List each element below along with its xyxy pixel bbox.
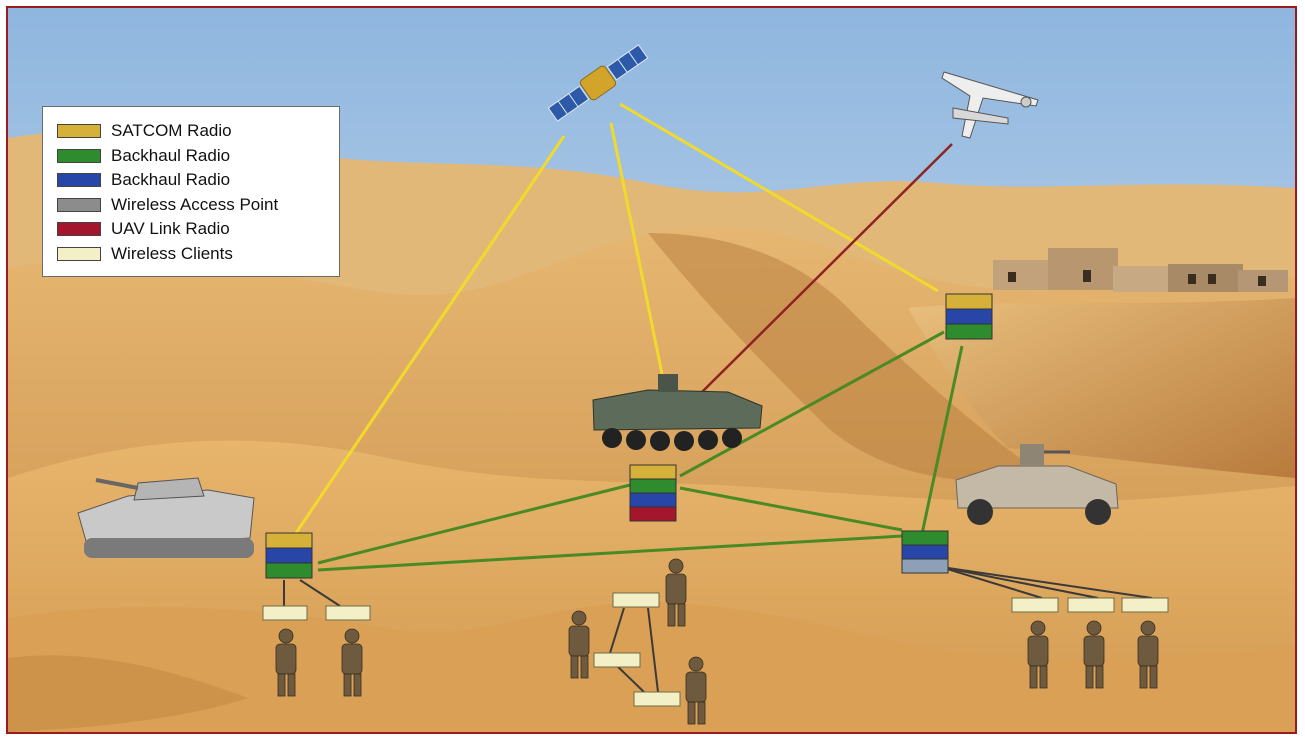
legend-label: SATCOM Radio	[111, 121, 232, 141]
backhaul-ifv-stryker	[317, 483, 631, 565]
ifv-tank-icon	[77, 477, 255, 558]
backhaul-village-humvee	[920, 345, 964, 535]
uav-link	[701, 143, 953, 393]
satellite-icon	[547, 44, 649, 122]
wireless-clients	[262, 592, 1169, 707]
soldier-icon	[341, 628, 363, 697]
satcom-link-stryker	[609, 122, 664, 375]
satcom-link-village	[619, 102, 939, 293]
legend-label: Backhaul Radio	[111, 145, 231, 165]
legend-swatch	[57, 197, 101, 212]
soldier-icon	[1027, 620, 1049, 689]
soldier-icon	[275, 628, 297, 697]
dune-foreground	[8, 602, 1295, 732]
legend-item-backhaul-radio-green: Backhaul Radio	[57, 144, 339, 169]
legend-label: Wireless Clients	[111, 243, 233, 263]
uav-drone-icon	[941, 71, 1039, 139]
radio-stack-ifv	[265, 532, 313, 579]
satcom-link-ifv	[294, 135, 566, 534]
soldier-icon	[665, 558, 687, 627]
legend-item-wireless-clients: Wireless Clients	[57, 242, 339, 267]
legend-label: UAV Link Radio	[111, 219, 230, 239]
village-buildings-icon	[993, 248, 1288, 292]
backhaul-stryker-village	[679, 330, 945, 478]
backhaul-links	[317, 330, 964, 572]
humvee-icon	[955, 444, 1119, 525]
legend-item-backhaul-radio-blue: Backhaul Radio	[57, 168, 339, 193]
satcom-links	[294, 102, 939, 534]
legend-swatch	[57, 148, 101, 163]
legend-swatch	[57, 246, 101, 261]
soldier-icon	[1083, 620, 1105, 689]
backhaul-stryker-humvee	[679, 486, 903, 532]
soldier-icon	[568, 610, 590, 679]
legend: SATCOM Radio Backhaul Radio Backhaul Rad…	[42, 106, 340, 277]
armored-vehicle-icon	[592, 374, 763, 451]
legend-swatch	[57, 222, 101, 237]
legend-label: Wireless Access Point	[111, 194, 279, 214]
dune-foreground-shade	[8, 655, 248, 732]
soldier-icon	[1137, 620, 1159, 689]
legend-item-wireless-access-point: Wireless Access Point	[57, 193, 339, 218]
radio-stack-stryker	[629, 464, 677, 522]
radio-stack-village	[945, 293, 993, 340]
legend-swatch	[57, 173, 101, 188]
dune-shadow	[648, 233, 1048, 482]
client-links	[283, 567, 1153, 693]
backhaul-ifv-humvee	[317, 534, 903, 572]
dune-right	[908, 298, 1295, 478]
soldier-icon	[685, 656, 707, 725]
diagram-frame: SATCOM Radio Backhaul Radio Backhaul Rad…	[6, 6, 1297, 734]
tactical-network-scene	[8, 8, 1295, 732]
soldiers	[275, 558, 1159, 725]
legend-label: Backhaul Radio	[111, 170, 231, 190]
radio-stack-humvee	[901, 530, 949, 574]
legend-item-uav-link-radio: UAV Link Radio	[57, 217, 339, 242]
legend-item-satcom-radio: SATCOM Radio	[57, 119, 339, 144]
legend-swatch	[57, 124, 101, 139]
